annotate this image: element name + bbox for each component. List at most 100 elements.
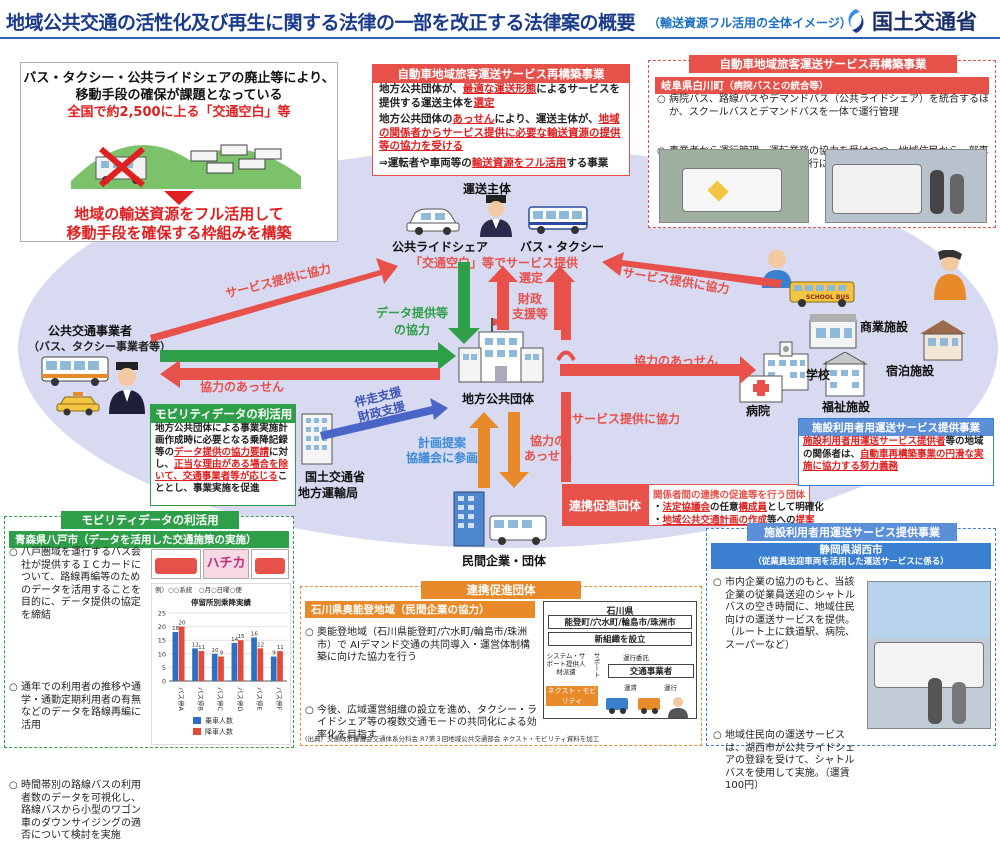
- hachinohe-bus-photo-2: [251, 549, 289, 579]
- shopping-facility-label: 商業施設: [860, 320, 909, 334]
- hospital-label: 病院: [746, 404, 771, 418]
- chart-data-label: 11: [277, 645, 284, 651]
- school-bus-text: SCHOOL BUS: [806, 294, 850, 301]
- chart-bar: [257, 648, 264, 681]
- chart-bar: [270, 656, 277, 681]
- mobility-data-box: モビリティデータの利活用 地方公共団体による事業実施計画作成時に必要となる乗降記…: [150, 404, 296, 506]
- label-financial-support: 財政支援等: [512, 292, 549, 321]
- chart-data-label: 20: [178, 621, 185, 627]
- coordination-org-bullet-2: ・地域公共交通計画の作成等への提案: [653, 515, 815, 526]
- diagram-operators: 交通事業者: [608, 664, 694, 678]
- problem-box: バス・タクシー・公共ライドシェアの廃止等により、 移動手段の確保が課題となってい…: [20, 62, 338, 242]
- school-bus-icon: [789, 281, 855, 307]
- chart-data-label: 18: [172, 626, 179, 632]
- chart-ytick-label: 10: [158, 650, 166, 658]
- chart-ytick-label: 15: [158, 637, 166, 645]
- title-divider: [0, 37, 1000, 39]
- label-assen-right: 協力のあっせん: [634, 354, 719, 368]
- chart-data-label: 10: [212, 648, 219, 654]
- case-hachinohe-header: モビリティデータの利活用: [61, 511, 239, 529]
- chart-legend-top: 例）○○系統 ○月○日曜○便: [155, 585, 242, 594]
- coordination-org-title: 関係者間の連携の促進等を行う団体: [653, 490, 806, 501]
- chart-data-label: 11: [198, 645, 205, 651]
- case-kosai-bullet-2: 地域住民向の運送サービスは、湖西市が公共ライドシェアの登録を受けて、シャトルバス…: [713, 730, 863, 793]
- case-kosai-box: 施設利用者用運送サービス提供事業 静岡県湖西市（従業員送迎車両を活用した運送サー…: [706, 523, 996, 791]
- label-coop-assen: 協力のあっせん: [524, 434, 573, 463]
- operator-sub-label: （バス、タクシー事業者等）: [28, 340, 171, 353]
- restructure-business-box: 自動車地域旅客運送サービス再構築事業 地方公共団体が、最適な運送形態によるサービ…: [372, 64, 630, 176]
- mobility-data-text: 地方公共団体による事業実施計画作成時に必要となる乗降記録等のデータ提供の協力要請…: [155, 423, 289, 494]
- shopping-facility-icon: [809, 314, 857, 349]
- problem-solution: 地域の輸送資源をフル活用して 移動手段を確保する枠組みを構築: [21, 205, 337, 243]
- chart-data-label: 9: [272, 651, 276, 657]
- diagram-commission: 運行委託: [623, 654, 649, 662]
- diagram-vehicles-icon: [606, 697, 688, 718]
- coordination-org-bullet-1: ・法定協議会の任意構成員として明確化: [653, 502, 824, 513]
- chart-data-label: 9: [220, 651, 224, 657]
- service-in-gaps-label: 「交通空白」等でサービス提供: [410, 256, 579, 270]
- chart-ytick-label: 25: [158, 610, 166, 618]
- chart-legend-label: 降車人数: [205, 727, 233, 736]
- chart-data-label: 14: [231, 637, 238, 643]
- facility-service-text: 施設利用者用運送サービス提供者等の地域の関係者は、自動車再構築事業の円滑な実施に…: [803, 436, 984, 472]
- local-government-building-icon: [458, 318, 544, 383]
- facility-staff-icon: [934, 250, 966, 300]
- hachinohe-bus-photo: [151, 549, 201, 579]
- page-subtitle: （輸送資源フル活用の全体イメージ）: [648, 16, 852, 30]
- operator-driver-icon: [109, 362, 145, 414]
- case-kosai-bullet-1: 市内企業の協力のもと、当該企業の従業員送迎のシャトルバスの空き時間に、地域住民向…: [713, 577, 863, 652]
- label-plan-proposal: 計画提案協議会に参画: [406, 436, 479, 465]
- chart-category-label: バス停F: [275, 687, 284, 711]
- abandoned-transport-illustration: [71, 144, 301, 189]
- regional-transport-bureau-label: 地方運輸局: [298, 486, 359, 500]
- case-hachinohe-place: 青森県八戸市（データを活用した交通施策の実施）: [9, 531, 289, 548]
- driver-person-icon: [480, 195, 512, 237]
- case-hachinohe-bullet-3: 時間帯別の路線バスの利用者数のデータを可視化し、路線バスから小型のワゴン車のダウ…: [9, 780, 147, 843]
- case-okunoto-bullet-2: 今後、広域運営組織の設立を進め、タクシー・ライドシェア等の複数交通モードの共同化…: [305, 705, 537, 743]
- welfare-facility-label: 福祉施設: [822, 400, 871, 414]
- chart-title: 停留所別乗降実績: [191, 597, 251, 607]
- diagram-next-mobility: ネクスト・モビリティ: [546, 686, 598, 706]
- chart-ytick-label: 0: [162, 678, 166, 686]
- photo-shuttle-bus: [867, 581, 991, 729]
- ministry-logo: [840, 4, 998, 38]
- label-data-coop: データ提供等の協力: [376, 306, 449, 337]
- case-shirakawa-header: 自動車地域旅客運送サービス再構築事業: [689, 55, 957, 73]
- problem-line-1: バス・タクシー・公共ライドシェアの廃止等により、: [23, 71, 335, 86]
- hotel-icon: [920, 320, 966, 361]
- chart-category-label: バス停C: [216, 687, 225, 712]
- case-hachinohe-bullet-2: 通年での利用者の推移や通学・通勤定期利用者の有無などのデータを路線再編に活用: [9, 682, 147, 732]
- hotel-label: 宿泊施設: [886, 364, 935, 378]
- problem-line-2: 移動手段の確保が課題となっている: [75, 88, 283, 103]
- case-shirakawa-box: 自動車地域旅客運送サービス再構築事業 岐阜県白川町（病院バスとの統合等） 病院バ…: [648, 55, 996, 228]
- photo-passengers-boarding: [825, 149, 987, 223]
- bus-stop-usage-chart: 例）○○系統 ○月○日曜○便停留所別乗降実績05101520251820バス停A…: [151, 583, 291, 745]
- chart-data-label: 16: [251, 631, 258, 637]
- facility-service-box: 施設利用者用運送サービス提供事業 施設利用者用運送サービス提供者等の地域の関係者…: [798, 418, 994, 486]
- case-kosai-header: 施設利用者用運送サービス提供事業: [747, 523, 957, 541]
- ministry-logo-icon: [848, 9, 864, 33]
- taxi-icon: [56, 392, 100, 416]
- coordination-org-box: 関係者間の連携の促進等を行う団体 ・法定協議会の任意構成員として明確化 ・地域公…: [648, 484, 824, 526]
- case-shirakawa-place: 岐阜県白川町（病院バスとの統合等）: [655, 77, 989, 94]
- chart-legend-label: 乗車人数: [205, 716, 233, 725]
- case-okunoto-bullet-1: 奥能登地域（石川県能登町/穴水町/輪島市/珠洲市）で AIデマンド交通の共同導入…: [305, 627, 537, 665]
- chart-bar: [237, 640, 244, 681]
- down-arrow-icon: [164, 191, 194, 205]
- chart-bar: [211, 653, 218, 681]
- case-okunoto-header: 連携促進団体: [421, 581, 581, 599]
- solution-line-2: 移動手段を確保する枠組みを構築: [66, 224, 292, 242]
- solution-line-1: 地域の輸送資源をフル活用して: [74, 205, 284, 223]
- local-government-label: 地方公共団体: [462, 392, 535, 406]
- diagram-fare: 運賃: [624, 684, 637, 692]
- chart-bar: [218, 656, 224, 681]
- bus-icon: [528, 206, 588, 234]
- chart-data-label: 12: [192, 642, 199, 648]
- chart-bar: [251, 637, 257, 681]
- ic-card-image: ハチカ: [203, 549, 249, 579]
- case-kosai-place: 静岡県湖西市（従業員送迎車両を活用した運送サービスに係る）: [711, 543, 991, 569]
- chart-legend-swatch: [193, 717, 201, 724]
- chart-bar: [231, 642, 238, 681]
- bus-taxi-label: バス・タクシー: [520, 240, 605, 254]
- school-label: 学校: [806, 368, 831, 382]
